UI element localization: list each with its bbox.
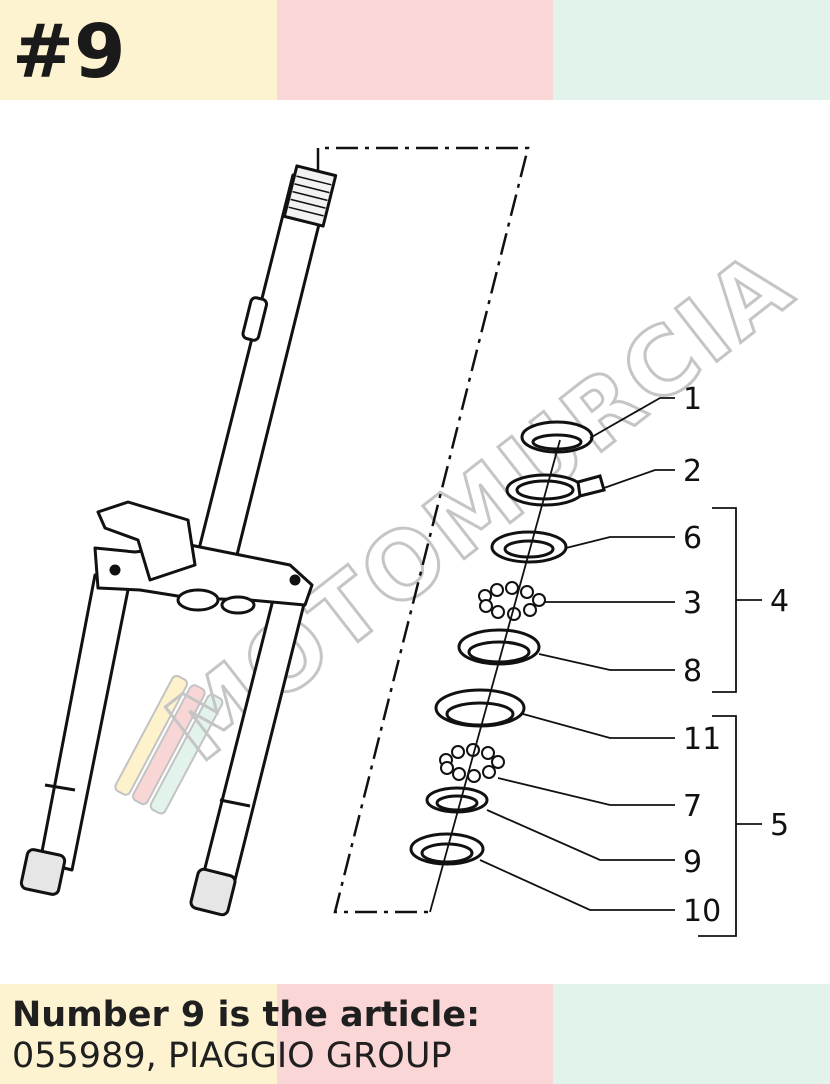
- assembly-frame: [316, 146, 530, 914]
- callout-7: 7: [683, 789, 702, 824]
- top-color-band: [0, 0, 830, 100]
- part-1-top-cup: [520, 420, 594, 454]
- band-yellow: [0, 0, 277, 100]
- band-mint: [553, 984, 830, 1084]
- band-pink: [276, 0, 554, 100]
- part-11-bottom-race: [434, 688, 526, 728]
- band-yellow: [0, 984, 277, 1084]
- watermark-logo-stripes: [114, 674, 224, 815]
- part-9-cone: [425, 786, 489, 814]
- callout-6: 6: [683, 521, 702, 556]
- bottom-color-band: [0, 984, 830, 1084]
- article-caption: Number 9 is the article:: [12, 995, 481, 1035]
- leader-lines: [479, 397, 762, 937]
- part-6-upper-race: [490, 530, 568, 564]
- callout-labels: 1 2 6 3 8 11 7 9 10 4 5: [683, 382, 789, 929]
- callout-1: 1: [683, 382, 702, 417]
- crown-nut: [220, 595, 256, 615]
- callout-3: 3: [683, 586, 702, 621]
- callout-10: 10: [683, 894, 721, 929]
- steering-fork: [19, 164, 338, 917]
- left-fork-foot: [19, 848, 67, 896]
- exploded-parts-diagram: MOTOMURCIA: [19, 146, 815, 937]
- part-7-ball-cage: [439, 743, 505, 783]
- callout-9: 9: [683, 845, 702, 880]
- part-3-ball-cage: [478, 581, 546, 621]
- part-2-lock-washer: [505, 473, 606, 507]
- steering-tube: [193, 173, 332, 577]
- tube-key: [241, 296, 269, 342]
- fender-bracket: [96, 500, 197, 582]
- part-number-badge: #9: [12, 9, 126, 95]
- right-fork-foot: [189, 867, 237, 917]
- left-fork-leg: [38, 573, 132, 872]
- callout-group-4: 4: [770, 584, 789, 619]
- callout-11: 11: [683, 722, 721, 757]
- callout-2: 2: [683, 454, 702, 489]
- crown-bolt: [176, 588, 220, 612]
- callout-8: 8: [683, 654, 702, 689]
- parts-axis: [429, 439, 561, 913]
- band-mint: [553, 0, 830, 100]
- article-reference: 055989, PIAGGIO GROUP: [12, 1036, 452, 1076]
- band-pink: [276, 984, 554, 1084]
- bearing-parts: [409, 420, 606, 913]
- callout-group-5: 5: [770, 808, 789, 843]
